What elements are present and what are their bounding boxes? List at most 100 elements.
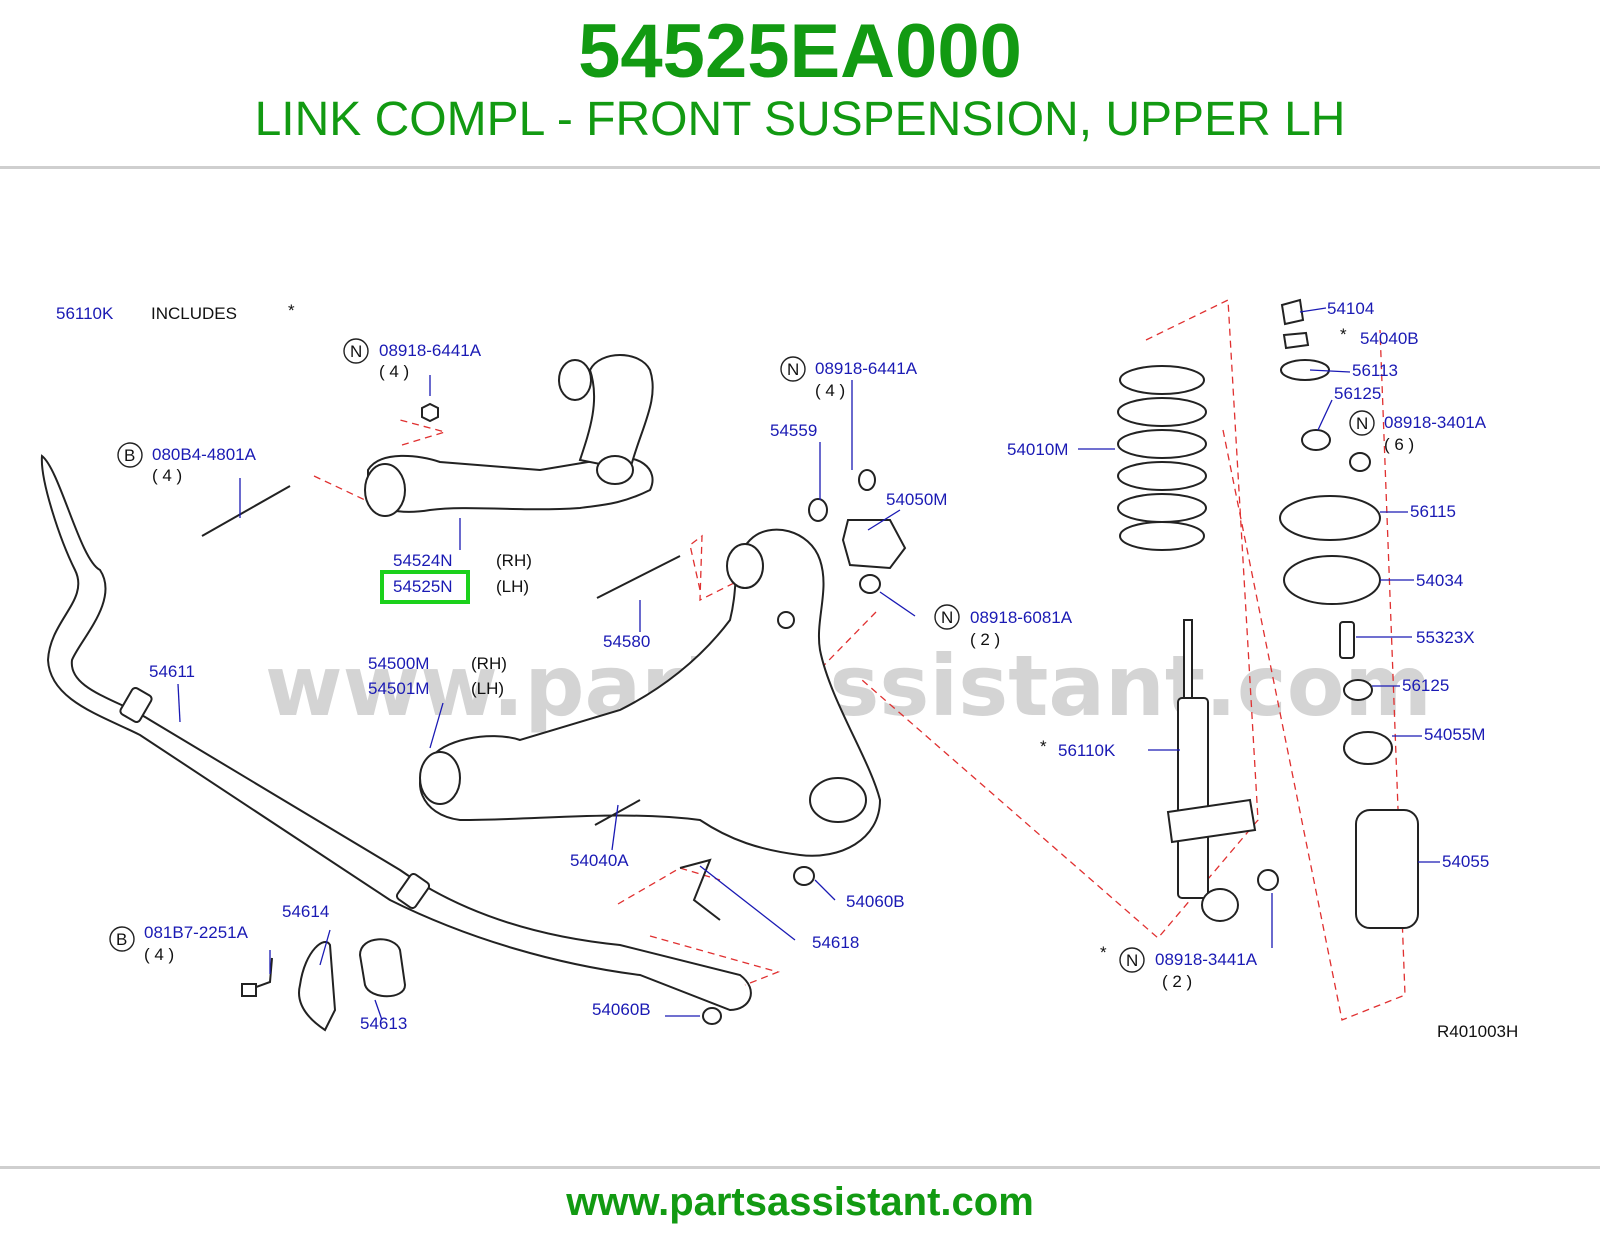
part-label-54055M[interactable]: 54055M [1424,725,1485,744]
bolt-shape [596,555,681,599]
kit-label[interactable]: 56110K [56,304,114,323]
plate-shape [841,519,907,570]
suspension-diagram: www.partsassistant.com [40,298,1518,1041]
quantity-label: ( 2 ) [1162,972,1192,991]
part-label-56110K[interactable]: 56110K [1058,741,1116,760]
quantity-label: ( 4 ) [815,381,845,400]
b-marker: B [117,442,143,468]
part-label-08918-6441A[interactable]: 08918-6441A [379,341,482,360]
part-label-54050M[interactable]: 54050M [886,490,947,509]
part-label-080B4-4801A[interactable]: 080B4-4801A [152,445,257,464]
side-rh-label: (RH) [496,551,532,570]
n-marker: N [1119,947,1145,973]
star-mark: * [1100,943,1107,962]
part-label-54040B[interactable]: 54040B [1360,329,1419,348]
side-lh-label: (LH) [471,679,504,698]
page-header: 54525EA000 LINK COMPL - FRONT SUSPENSION… [0,0,1600,168]
guide-line [689,534,741,602]
part-label-08918-3401A[interactable]: 08918-3401A [1384,413,1487,432]
strut-mount-stack [1279,298,1419,929]
part-label-54104[interactable]: 54104 [1327,299,1374,318]
nut-shape [421,402,439,423]
guide-line [1222,329,1406,1021]
part-label-54580[interactable]: 54580 [603,632,650,651]
star-mark: * [288,301,295,320]
part-label-56115[interactable]: 56115 [1410,502,1456,521]
part-label-54010M[interactable]: 54010M [1007,440,1068,459]
stabilizer-bushing-shape [358,938,407,998]
bolt-head-shape [241,983,257,997]
part-label-56125[interactable]: 56125 [1334,384,1381,403]
lower-link-hole [777,611,795,629]
includes-label: INCLUDES [151,304,237,323]
leader-lines [177,307,1440,1021]
quantity-label: ( 6 ) [1384,435,1414,454]
quantity-label: ( 4 ) [152,466,182,485]
nut-shape [793,866,815,886]
watermark: www.partsassistant.com [265,637,1432,735]
b-marker: B [109,926,135,952]
upper-link-arm-shape [367,454,654,513]
quantity-label: ( 4 ) [144,945,174,964]
part-label-08918-6441A[interactable]: 08918-6441A [815,359,918,378]
part-label-55323X[interactable]: 55323X [1416,628,1475,647]
stabilizer-link-shape [679,858,721,921]
stabilizer-bar-collar [395,872,431,910]
part-label-54613[interactable]: 54613 [360,1014,407,1033]
nut-shape [702,1007,722,1025]
selected-part-highlight [380,570,470,604]
n-marker: N [343,338,369,364]
quantity-label: ( 2 ) [970,630,1000,649]
guide-line [861,298,1259,939]
n-marker: N [780,356,806,382]
footer-url-link[interactable]: www.partsassistant.com [566,1180,1034,1224]
part-label-54501M[interactable]: 54501M [368,679,429,698]
side-lh-label: (LH) [496,577,529,596]
washer-shape [808,498,828,522]
part-label-54524N[interactable]: 54524N [393,551,453,570]
guide-line [399,419,448,446]
svg-text:N: N [350,342,362,361]
part-label-54060B[interactable]: 54060B [592,1000,651,1019]
upper-link-bushing [558,359,592,401]
part-label-081B7-2251A[interactable]: 081B7-2251A [144,923,249,942]
part-label-54055[interactable]: 54055 [1442,852,1489,871]
header-divider [0,166,1600,169]
part-label-56113[interactable]: 56113 [1352,361,1398,380]
quantity-label: ( 4 ) [379,362,409,381]
upper-ball-joint [596,455,634,485]
part-label-08918-3441A[interactable]: 08918-3441A [1155,950,1258,969]
footer-divider [0,1166,1600,1169]
part-label-54525N[interactable]: 54525N [393,577,453,596]
part-label-54040A[interactable]: 54040A [570,851,629,870]
guide-line [313,475,366,501]
part-label-54500M[interactable]: 54500M [368,654,429,673]
guide-line [649,935,781,986]
stabilizer-bar-shape [40,454,752,1012]
part-number-title: 54525EA000 [578,9,1022,94]
svg-text:N: N [1126,951,1138,970]
n-marker: N [934,604,960,630]
nut-shape [859,574,881,594]
part-description: LINK COMPL - FRONT SUSPENSION, UPPER LH [254,93,1346,146]
lower-link-arm-shape [419,528,882,857]
part-label-54614[interactable]: 54614 [282,902,329,921]
part-label-08918-6081A[interactable]: 08918-6081A [970,608,1073,627]
lower-link-bushing [726,543,764,589]
bolt-shape [201,485,291,537]
svg-text:N: N [1356,414,1368,433]
stabilizer-clamp-shape [298,941,337,1032]
guide-line [617,867,721,905]
part-label-54060B[interactable]: 54060B [846,892,905,911]
part-label-54034[interactable]: 54034 [1416,571,1463,590]
coil-spring-shape [1117,365,1207,551]
svg-text:B: B [116,930,127,949]
side-rh-label: (RH) [471,654,507,673]
part-label-54611[interactable]: 54611 [149,662,195,681]
part-label-56125[interactable]: 56125 [1402,676,1449,695]
star-mark: * [1040,737,1047,756]
part-label-54618[interactable]: 54618 [812,933,859,952]
svg-text:N: N [941,608,953,627]
upper-link-bushing [364,463,406,517]
part-label-54559[interactable]: 54559 [770,421,817,440]
